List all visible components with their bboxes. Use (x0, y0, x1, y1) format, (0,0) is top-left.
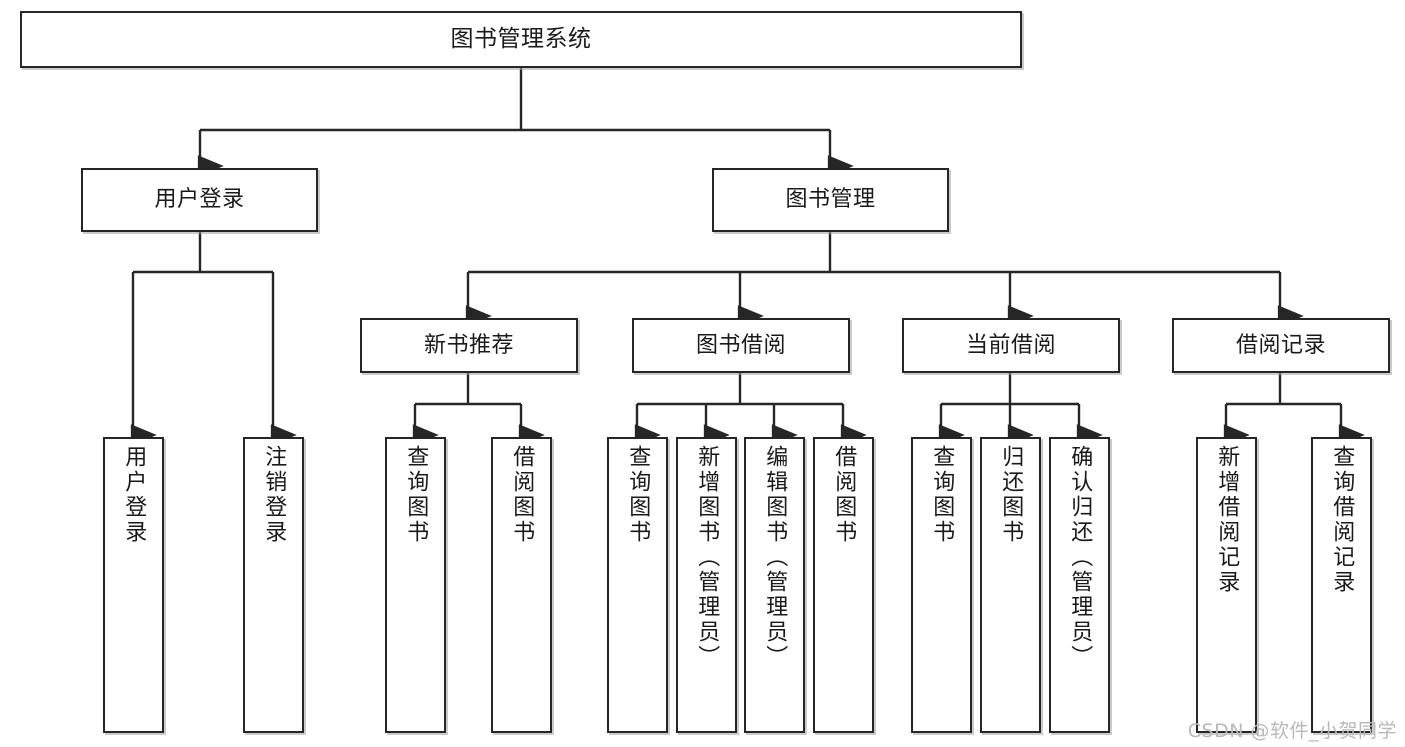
node-leaf-query-borrow-record[interactable]: 查询借阅记录 (1311, 437, 1372, 733)
node-book-borrow-label: 图书借阅 (695, 332, 786, 358)
node-leaf-query-book-borrow-label: 查询图书 (625, 445, 651, 545)
node-leaf-borrow-book[interactable]: 借阅图书 (813, 437, 874, 733)
node-book-borrow[interactable]: 图书借阅 (632, 318, 850, 373)
node-leaf-borrow-book-recommend[interactable]: 借阅图书 (491, 437, 552, 733)
node-leaf-confirm-return-admin[interactable]: 确认归还（管理员） (1049, 437, 1110, 733)
csdn-watermark: CSDN @软件_小贺同学 (1187, 720, 1397, 742)
node-leaf-borrow-book-recommend-label: 借阅图书 (509, 445, 535, 545)
node-book-management-label: 图书管理 (785, 187, 876, 213)
node-leaf-add-borrow-record-label: 新增借阅记录 (1214, 445, 1240, 595)
node-leaf-edit-book-admin[interactable]: 编辑图书（管理员） (744, 437, 805, 733)
node-user-login-label: 用户登录 (154, 187, 245, 213)
node-leaf-borrow-book-label: 借阅图书 (831, 445, 857, 545)
node-leaf-user-login[interactable]: 用户登录 (103, 437, 164, 733)
node-leaf-add-borrow-record[interactable]: 新增借阅记录 (1196, 437, 1257, 733)
node-leaf-query-book-current-label: 查询图书 (929, 445, 955, 545)
node-leaf-query-book-recommend-label: 查询图书 (403, 445, 429, 545)
node-leaf-return-book-label: 归还图书 (998, 445, 1024, 545)
node-leaf-query-borrow-record-label: 查询借阅记录 (1329, 445, 1355, 595)
node-borrow-record[interactable]: 借阅记录 (1172, 318, 1390, 373)
node-leaf-query-book-current[interactable]: 查询图书 (911, 437, 972, 733)
node-leaf-query-book-borrow[interactable]: 查询图书 (607, 437, 668, 733)
node-root[interactable]: 图书管理系统 (20, 11, 1022, 68)
node-leaf-logout[interactable]: 注销登录 (243, 437, 304, 733)
node-leaf-query-book-recommend[interactable]: 查询图书 (385, 437, 446, 733)
node-leaf-add-book-admin-label: 新增图书（管理员） (694, 445, 720, 670)
node-leaf-logout-label: 注销登录 (261, 445, 287, 545)
node-leaf-return-book[interactable]: 归还图书 (980, 437, 1041, 733)
node-user-login[interactable]: 用户登录 (81, 168, 318, 232)
node-book-management[interactable]: 图书管理 (712, 168, 949, 232)
node-leaf-user-login-label: 用户登录 (121, 445, 147, 545)
node-new-book-recommend-label: 新书推荐 (423, 332, 514, 358)
node-leaf-add-book-admin[interactable]: 新增图书（管理员） (676, 437, 737, 733)
node-leaf-edit-book-admin-label: 编辑图书（管理员） (762, 445, 788, 670)
node-current-borrow[interactable]: 当前借阅 (902, 318, 1120, 373)
node-borrow-record-label: 借阅记录 (1235, 332, 1326, 358)
node-new-book-recommend[interactable]: 新书推荐 (360, 318, 578, 373)
node-current-borrow-label: 当前借阅 (965, 332, 1056, 358)
node-leaf-confirm-return-admin-label: 确认归还（管理员） (1067, 445, 1093, 670)
node-root-label: 图书管理系统 (450, 25, 592, 52)
